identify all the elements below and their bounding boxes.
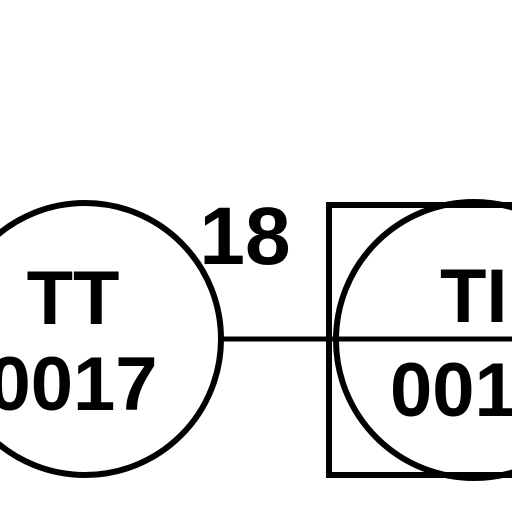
instrument-tag-letters: TT xyxy=(27,256,120,341)
instrument-ti-0017[interactable]: TI 001 xyxy=(326,199,512,481)
line-number-label: 18 xyxy=(199,191,290,282)
instrument-tag-number: 0017 xyxy=(0,342,158,427)
instrument-circle xyxy=(0,200,224,478)
instrument-tag-letters: TI xyxy=(440,254,508,339)
instrument-tt-0017[interactable]: TT 0017 xyxy=(0,200,224,478)
instrument-tag-number: 001 xyxy=(390,348,512,433)
